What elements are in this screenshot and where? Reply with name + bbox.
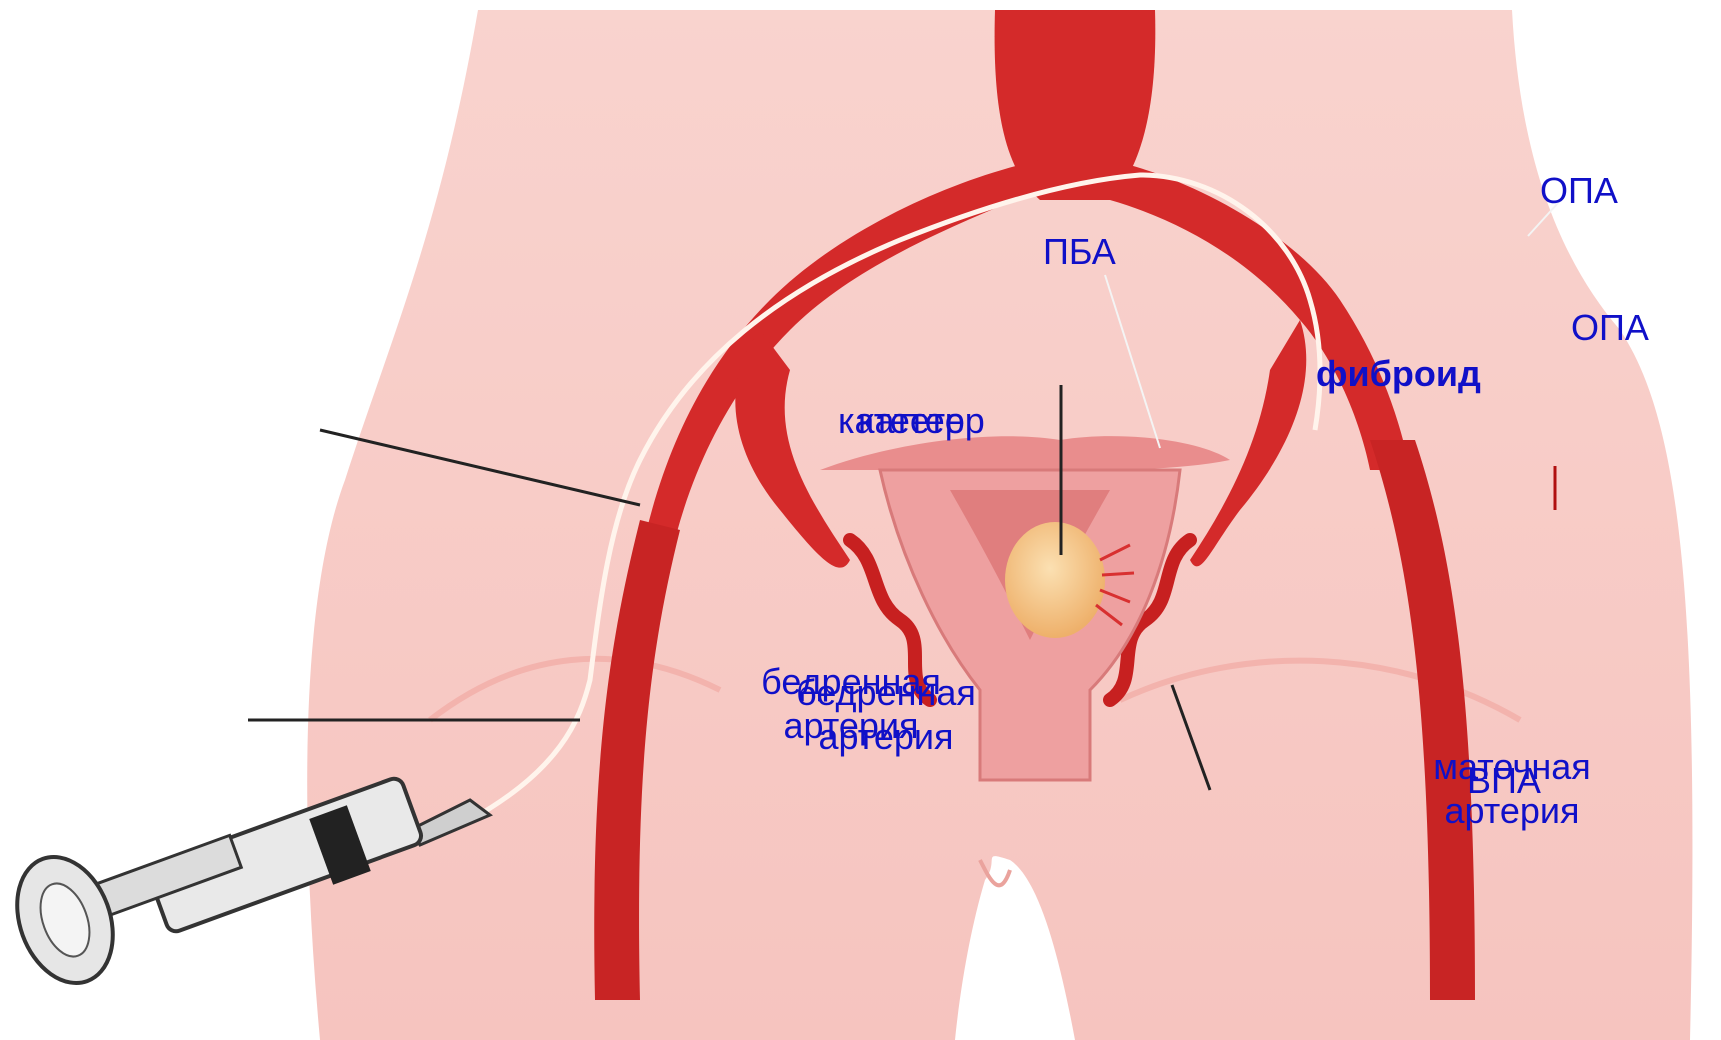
- label-opa-top: ОПА: [1540, 169, 1618, 213]
- label-femoral-artery-b: бедренная артерия: [787, 671, 985, 759]
- label-vpa: ВПА: [1467, 759, 1541, 803]
- label-pba: ПБА: [1043, 230, 1116, 274]
- label-fibroid: фиброид: [1316, 352, 1481, 396]
- label-catheter-b: катетер: [858, 399, 985, 443]
- label-opa-right: ОПА: [1571, 306, 1649, 350]
- fibroid: [1005, 522, 1105, 638]
